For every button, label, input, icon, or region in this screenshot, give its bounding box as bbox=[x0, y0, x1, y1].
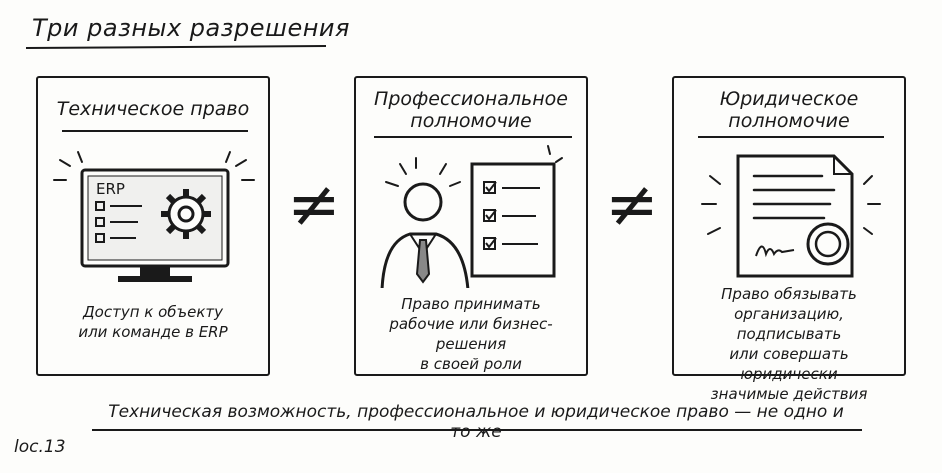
page-title: Три разных разрешения bbox=[32, 14, 350, 42]
card-description: Право принимать рабочие или бизнес-решен… bbox=[364, 294, 578, 374]
card-title-line: полномочие bbox=[728, 110, 850, 132]
card-technical-right: Техническое право ERP bbox=[36, 76, 270, 376]
card-title-line: Профессиональное bbox=[374, 88, 568, 110]
card-text-line: или команде в ERP bbox=[78, 323, 228, 341]
screen-label: ERP bbox=[96, 180, 125, 198]
card-title-rule bbox=[62, 130, 248, 132]
signed-document-with-seal-icon bbox=[701, 154, 881, 278]
card-title: Техническое право bbox=[38, 98, 268, 120]
card-text-line: Право обязывать bbox=[721, 285, 857, 303]
card-title-line: Техническое право bbox=[56, 98, 250, 120]
footer-caption: Техническая возможность, профессионально… bbox=[108, 402, 844, 442]
card-title-line: полномочие bbox=[410, 110, 532, 132]
title-underline bbox=[25, 44, 327, 50]
card-text-line: рабочие или бизнес-решения bbox=[389, 315, 553, 353]
card-title: Профессиональное полномочие bbox=[356, 88, 586, 132]
location-label: loc.13 bbox=[14, 437, 66, 457]
card-legal-authority: Юридическое полномочие Право обязывать о… bbox=[672, 76, 906, 403]
card-text-line: в своей роли bbox=[420, 355, 522, 373]
card-title-rule bbox=[698, 136, 884, 138]
card-title: Юридическое полномочие bbox=[674, 88, 904, 132]
card-title-rule bbox=[374, 136, 572, 138]
not-equal-sign: ≠ bbox=[605, 168, 659, 242]
footer-underline bbox=[92, 429, 862, 431]
card-text-line: организацию, подписывать bbox=[734, 305, 844, 343]
card-description: Доступ к объекту или команде в ERP bbox=[46, 302, 260, 342]
person-with-checklist-icon bbox=[380, 145, 563, 288]
card-text-line: Право принимать bbox=[401, 295, 541, 313]
card-text-line: или совершать юридически bbox=[729, 345, 849, 383]
computer-monitor-with-gear-icon: ERP bbox=[53, 151, 255, 282]
card-professional-authority: Профессиональное полномочие Право приним… bbox=[354, 76, 588, 376]
card-title-line: Юридическое bbox=[719, 88, 859, 110]
card-description: Право обязывать организацию, подписывать… bbox=[682, 284, 896, 404]
card-text-line: Доступ к объекту bbox=[82, 303, 224, 321]
not-equal-sign: ≠ bbox=[287, 168, 341, 242]
card-text-line: значимые действия bbox=[710, 385, 868, 403]
